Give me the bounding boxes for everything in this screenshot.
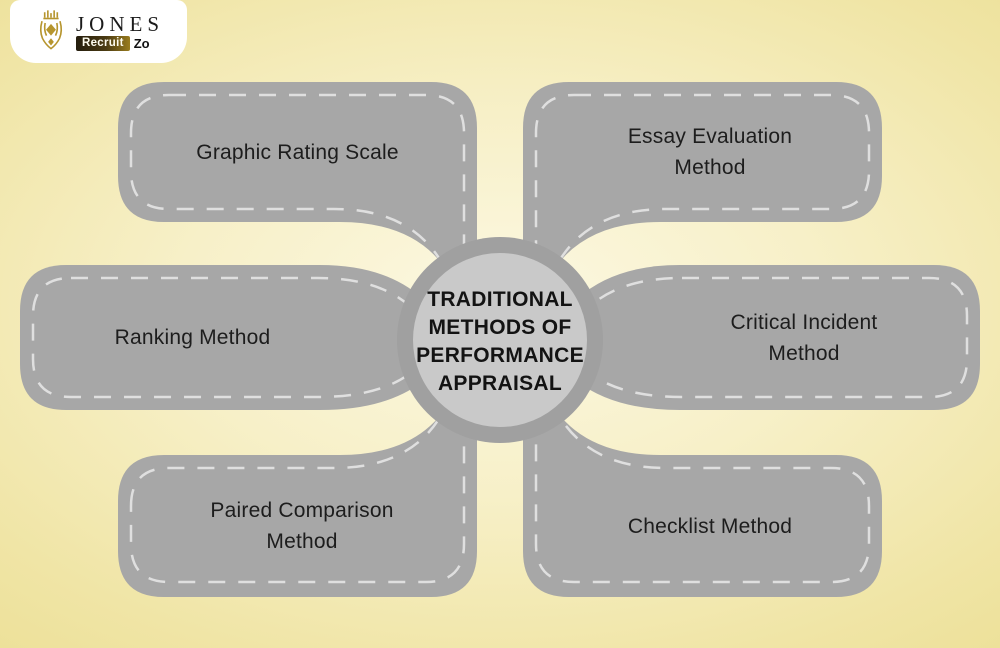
method-label-critical-incident: Critical Incident Method [628, 265, 980, 410]
method-label-checklist: Checklist Method [530, 455, 890, 597]
method-box-critical-incident [570, 265, 980, 410]
method-label-text: Paired Comparison Method [210, 499, 394, 553]
method-box-border-essay-evaluation [534, 93, 871, 280]
method-label-text: Ranking Method [114, 326, 271, 349]
method-label-paired-comparison: Paired Comparison Method [122, 455, 482, 597]
hub-inner-circle [413, 253, 587, 427]
method-box-border-critical-incident [578, 276, 969, 399]
brand-name: JONES [75, 11, 164, 36]
method-label-essay-evaluation: Essay Evaluation Method [528, 82, 892, 222]
hub-title-line: TRADITIONAL [427, 288, 573, 311]
method-label-text: Essay Evaluation Method [627, 125, 793, 179]
brand-logo: JONES Recruit Zo [10, 0, 187, 63]
method-label-text: Critical Incident Method [730, 310, 878, 365]
method-box-ranking [20, 265, 430, 410]
brand-badge-suffix: Zo [133, 35, 150, 51]
logo-crest-icon [39, 9, 63, 50]
method-box-border-ranking [31, 276, 422, 399]
hub-title-line: PERFORMANCE [416, 344, 584, 367]
logo-text: JONES Recruit Zo [75, 11, 164, 51]
method-label-text: Graphic Rating Scale [196, 140, 399, 164]
hub-title-line: METHODS OF [428, 316, 572, 339]
method-box-border-checklist [534, 397, 871, 584]
method-box-essay-evaluation [523, 82, 882, 285]
method-label-text: Checklist Method [627, 514, 793, 538]
hub-title-line: APPRAISAL [437, 372, 563, 395]
method-label-graphic-rating-scale: Graphic Rating Scale [118, 82, 477, 222]
method-box-graphic-rating-scale [118, 82, 477, 285]
method-box-border-graphic-rating-scale [129, 93, 466, 280]
hub-title: TRADITIONAL METHODS OF PERFORMANCE APPRA… [398, 286, 602, 398]
brand-badge: Recruit [75, 35, 130, 51]
method-box-checklist [523, 392, 882, 597]
brand-subtitle: Recruit Zo [75, 35, 150, 51]
method-label-ranking: Ranking Method [20, 265, 365, 410]
method-box-paired-comparison [118, 392, 477, 597]
